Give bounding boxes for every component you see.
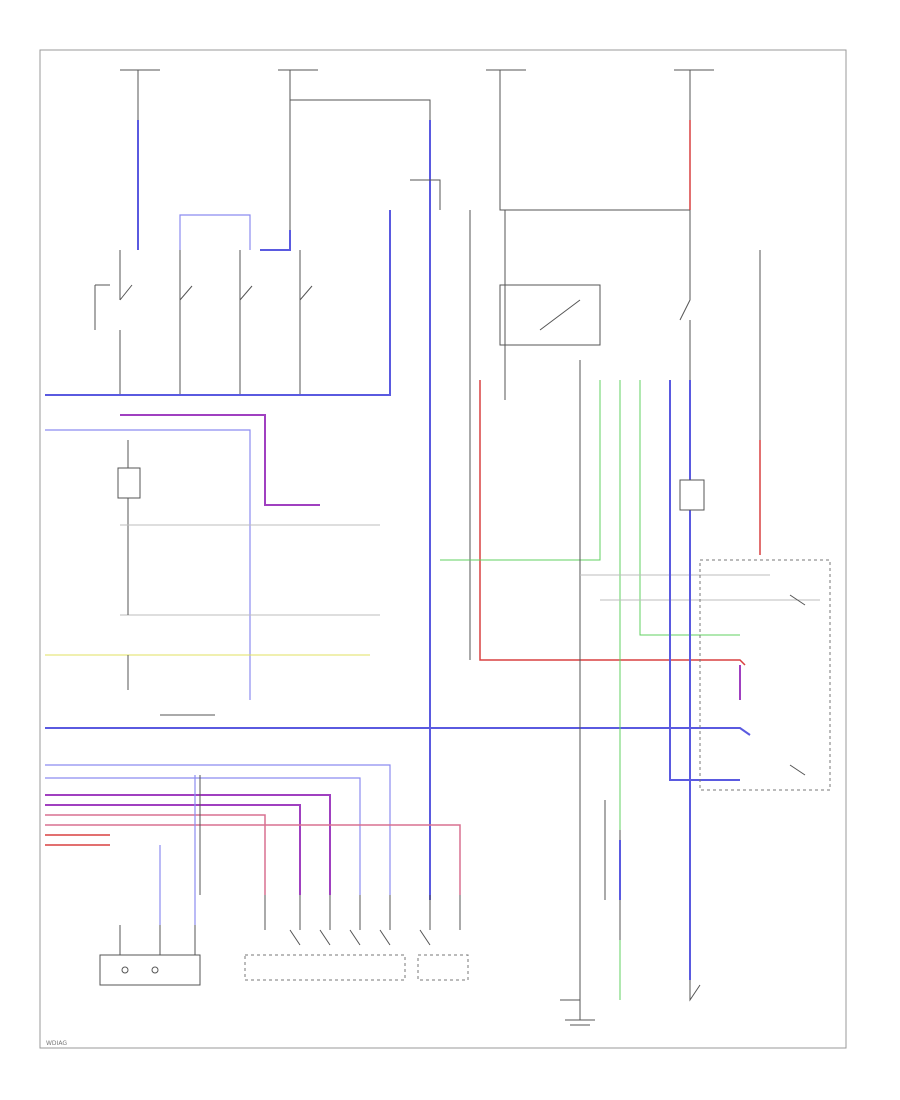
harness-line-3: [45, 794, 331, 895]
diagram-frame: [39, 49, 847, 1049]
switch-bank-frame: [244, 954, 406, 981]
right-switch-frame: [499, 284, 601, 346]
diagram-code: WDIAG: [46, 1040, 67, 1047]
connector-left-symbol-b: [151, 966, 159, 974]
wire-main-blue-bus: [45, 727, 751, 736]
connector-box-left: [99, 954, 201, 986]
harness-line-4: [45, 804, 301, 895]
switch-bank-contacts: [289, 929, 431, 946]
fuse-feed-3: [486, 69, 690, 211]
fuse-feed-group: [120, 69, 714, 251]
harness-line-6: [45, 824, 461, 895]
bottom-switch-bank: [244, 895, 469, 981]
wire-lblue-b: [130, 429, 251, 700]
trunk-green-c: [639, 380, 740, 636]
fuse-feed-1: [120, 69, 160, 120]
wire-right-blue-a: [669, 380, 740, 781]
bottom-right-ground: [560, 999, 595, 1026]
trunk-green-a: [440, 380, 601, 561]
relay-right-contacts: [789, 594, 806, 776]
trunk-red: [479, 380, 746, 666]
fuse-feed-2: [278, 69, 431, 230]
trunk-gray-row: [580, 574, 820, 601]
right-upper-switch: [499, 210, 761, 980]
middle-trunk: [440, 210, 820, 1000]
harness-gray-drop: [159, 775, 201, 925]
connector-left-symbol-a: [121, 966, 129, 974]
switch-drops: [94, 250, 301, 330]
switch-bank-frame-2: [417, 954, 469, 981]
relay-right-panel: [699, 559, 831, 791]
switch-contacts: [119, 284, 313, 301]
wire-cluster-black-1: [410, 179, 441, 210]
relay-right-middle: [679, 479, 705, 511]
wire-top-loop: [179, 214, 251, 250]
relay-left-upper: [117, 467, 141, 499]
right-middle-relay: [679, 479, 831, 791]
harness-line-5: [45, 814, 266, 895]
right-switch-contact: [539, 210, 691, 400]
connector-left-pins: [119, 925, 196, 955]
wire-feed-2-blue: [260, 230, 291, 251]
lower-harness: [45, 764, 461, 925]
harness-line-1: [45, 764, 391, 895]
wire-cluster-blue-1: [45, 210, 391, 396]
switch-bank-drops: [264, 895, 461, 930]
bottom-right-area: [560, 800, 701, 1026]
left-control-area: [45, 414, 380, 700]
bottom-left-connector: [99, 925, 201, 986]
left-switch-cluster: [45, 120, 441, 900]
harness-line-2: [45, 777, 361, 895]
fuse-feed-4: [674, 69, 714, 120]
harness-drop-blue: [159, 775, 196, 925]
wire-purple-a: [120, 414, 320, 506]
switch-bottoms: [119, 330, 301, 395]
